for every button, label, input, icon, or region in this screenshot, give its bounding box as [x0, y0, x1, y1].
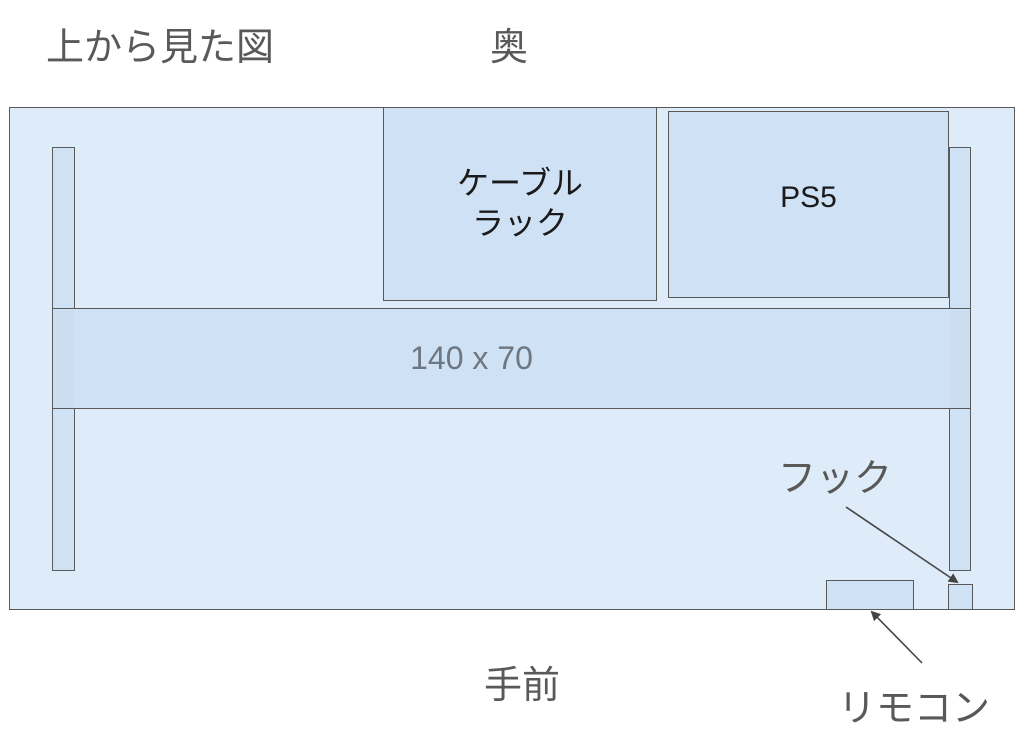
hook-box — [948, 584, 973, 610]
ps5-box: PS5 — [668, 111, 949, 298]
hook-arrow — [845, 506, 959, 584]
left-leg-overlap — [54, 310, 74, 408]
desk-box: 140 x 70 — [52, 308, 971, 409]
title-top-view: 上から見た図 — [46, 25, 275, 69]
remote-arrow — [870, 610, 923, 664]
label-back: 奥 — [490, 25, 529, 69]
cable-rack-label: ケーブル ラック — [456, 164, 584, 242]
remote-box — [826, 580, 914, 610]
label-hook: フック — [778, 456, 893, 500]
label-front: 手前 — [484, 663, 561, 707]
cable-rack-box: ケーブル ラック — [383, 107, 657, 301]
label-remote: リモコン — [838, 686, 991, 730]
desk-size-label: 140 x 70 — [410, 340, 533, 376]
right-leg-overlap — [951, 310, 970, 408]
ps5-label: PS5 — [780, 180, 837, 214]
